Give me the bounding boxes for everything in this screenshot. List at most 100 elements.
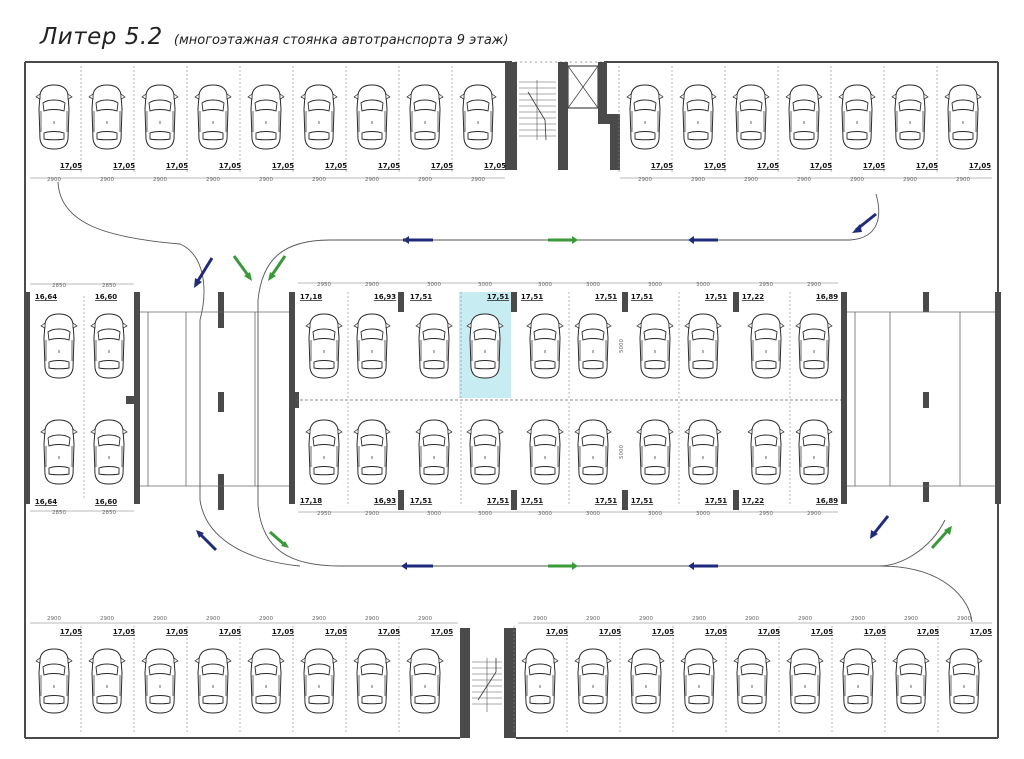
level-mark: 17,51 bbox=[595, 293, 617, 301]
dimension-label: 2900 bbox=[744, 177, 758, 183]
dimension-label: 3000 bbox=[648, 511, 662, 517]
level-mark: 17,05 bbox=[431, 628, 453, 636]
level-mark: 17,05 bbox=[969, 162, 991, 170]
dimension-label: 2900 bbox=[100, 177, 114, 183]
car-icon bbox=[795, 419, 833, 485]
dimension-label: 2850 bbox=[102, 283, 116, 289]
dimension-label: 2900 bbox=[418, 177, 432, 183]
car-icon bbox=[466, 419, 504, 485]
level-mark: 17,05 bbox=[757, 162, 779, 170]
car-icon bbox=[747, 419, 785, 485]
car-icon bbox=[305, 419, 343, 485]
car-icon bbox=[353, 419, 391, 485]
dimension-label: 2900 bbox=[47, 177, 61, 183]
parking-stalls bbox=[35, 66, 983, 734]
dimension-label: 2900 bbox=[692, 616, 706, 622]
structural-columns bbox=[24, 292, 1001, 510]
level-mark: 17,05 bbox=[113, 162, 135, 170]
dimension-label: 2900 bbox=[47, 616, 61, 622]
dimension-label: 2900 bbox=[365, 511, 379, 517]
level-mark: 17,51 bbox=[631, 293, 653, 301]
level-mark: 17,22 bbox=[742, 497, 764, 505]
level-mark: 17,51 bbox=[521, 293, 543, 301]
car-icon bbox=[733, 648, 771, 714]
dimension-label: 2900 bbox=[153, 177, 167, 183]
car-icon bbox=[574, 419, 612, 485]
car-icon bbox=[684, 419, 722, 485]
level-mark: 17,05 bbox=[166, 162, 188, 170]
car-icon bbox=[680, 648, 718, 714]
level-mark: 17,51 bbox=[631, 497, 653, 505]
car-icon bbox=[353, 313, 391, 379]
car-icon bbox=[40, 419, 78, 485]
level-mark: 17,51 bbox=[705, 497, 727, 505]
car-icon bbox=[35, 84, 73, 150]
dimension-label: 2900 bbox=[365, 616, 379, 622]
car-icon bbox=[353, 648, 391, 714]
title-main: Литер 5.2 bbox=[40, 24, 163, 50]
dimension-label: 2900 bbox=[365, 282, 379, 288]
dimension-label: 2950 bbox=[759, 282, 773, 288]
dimension-label: 2900 bbox=[533, 616, 547, 622]
car-icon bbox=[838, 84, 876, 150]
dimension-label: 2950 bbox=[317, 511, 331, 517]
level-mark: 17,05 bbox=[863, 162, 885, 170]
dimension-label: 2900 bbox=[807, 282, 821, 288]
dimension-label: 2900 bbox=[638, 177, 652, 183]
depth-dimension-label: 5000 bbox=[619, 339, 625, 353]
dimension-label: 3000 bbox=[478, 282, 492, 288]
car-icon bbox=[526, 419, 564, 485]
level-mark: 17,05 bbox=[431, 162, 453, 170]
level-mark: 17,05 bbox=[651, 162, 673, 170]
level-mark: 17,22 bbox=[742, 293, 764, 301]
car-icon bbox=[415, 313, 453, 379]
level-mark: 17,05 bbox=[599, 628, 621, 636]
car-icon bbox=[466, 313, 504, 379]
car-icon bbox=[679, 84, 717, 150]
driving-lanes bbox=[57, 181, 973, 623]
level-mark: 17,05 bbox=[546, 628, 568, 636]
level-mark: 17,05 bbox=[60, 628, 82, 636]
level-mark: 17,05 bbox=[970, 628, 992, 636]
dimension-label: 2900 bbox=[851, 616, 865, 622]
level-mark: 17,18 bbox=[300, 293, 322, 301]
car-icon bbox=[521, 648, 559, 714]
car-icon bbox=[415, 419, 453, 485]
level-mark: 17,05 bbox=[60, 162, 82, 170]
level-mark: 17,05 bbox=[864, 628, 886, 636]
car-icon bbox=[35, 648, 73, 714]
level-mark: 16,89 bbox=[816, 497, 838, 505]
level-mark: 17,51 bbox=[487, 497, 509, 505]
direction-arrows bbox=[194, 212, 952, 570]
car-icon bbox=[247, 648, 285, 714]
car-icon bbox=[574, 313, 612, 379]
dimension-label: 3000 bbox=[538, 511, 552, 517]
level-mark: 17,51 bbox=[410, 293, 432, 301]
level-mark: 17,05 bbox=[916, 162, 938, 170]
top-stair-core bbox=[505, 62, 620, 170]
dimension-label: 2850 bbox=[52, 283, 66, 289]
dimension-label: 2900 bbox=[471, 177, 485, 183]
car-icon bbox=[945, 648, 983, 714]
level-mark: 17,51 bbox=[595, 497, 617, 505]
dimension-label: 2900 bbox=[807, 511, 821, 517]
dimension-label: 2900 bbox=[745, 616, 759, 622]
dimension-label: 3000 bbox=[427, 282, 441, 288]
level-mark: 17,51 bbox=[487, 293, 509, 301]
level-and-dimension-labels: 17,05 2900 17,05 2900 17,05 2900 17,05 2900 17,0… bbox=[30, 162, 992, 636]
dimension-label: 2850 bbox=[52, 510, 66, 516]
level-mark: 17,05 bbox=[219, 628, 241, 636]
car-icon bbox=[40, 313, 78, 379]
level-mark: 16,64 bbox=[35, 498, 57, 506]
dimension-label: 2950 bbox=[317, 282, 331, 288]
level-mark: 17,18 bbox=[300, 497, 322, 505]
level-mark: 17,05 bbox=[810, 162, 832, 170]
level-mark: 17,51 bbox=[521, 497, 543, 505]
car-icon bbox=[353, 84, 391, 150]
level-mark: 17,51 bbox=[410, 497, 432, 505]
level-mark: 17,05 bbox=[704, 162, 726, 170]
car-icon bbox=[88, 648, 126, 714]
level-mark: 17,05 bbox=[166, 628, 188, 636]
dimension-label: 2900 bbox=[639, 616, 653, 622]
level-mark: 17,05 bbox=[325, 162, 347, 170]
